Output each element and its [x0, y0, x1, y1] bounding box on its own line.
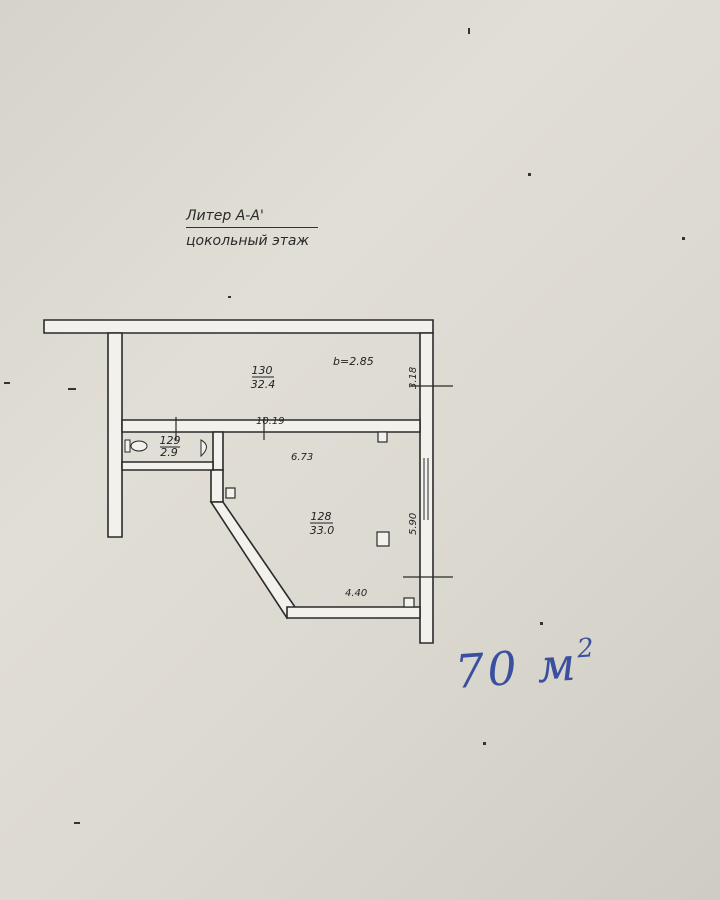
columns	[225, 431, 415, 608]
wall-diagonal	[209, 501, 296, 620]
liter-title: Литер А-А'	[186, 208, 264, 224]
wall-top	[43, 319, 434, 334]
walls	[43, 319, 434, 644]
title-divider	[186, 227, 318, 228]
room-129-number: 129	[160, 434, 181, 447]
dim-4-40: 4.40	[345, 588, 367, 599]
title-block: Литер А-А' цокольный этаж	[186, 208, 321, 249]
wall-bottom	[286, 606, 421, 619]
ceiling-height: b=2.85	[333, 355, 374, 368]
total-area-exponent: 2	[576, 632, 598, 665]
toilet-icon	[124, 439, 148, 453]
total-area-unit: м	[535, 636, 581, 694]
dim-3-18: 3.18	[408, 367, 419, 389]
handwritten-total-area: 70 м2	[453, 632, 599, 699]
sink-icon	[200, 439, 207, 458]
wall-inner-left	[210, 469, 224, 503]
total-area-value: 70	[453, 640, 522, 699]
wall-partition	[121, 419, 421, 433]
room-128-area: 33.0	[310, 524, 335, 537]
wall-bath-bottom	[121, 461, 214, 471]
floor-title: цокольный этаж	[186, 233, 310, 249]
dim-10-19: 10.19	[256, 416, 285, 427]
room-129-area: 2.9	[160, 446, 178, 459]
dim-6-73: 6.73	[291, 452, 313, 463]
wall-bath-right	[212, 431, 224, 471]
room-130-number: 130	[252, 364, 273, 377]
room-128-number: 128	[311, 510, 332, 523]
door-ticks	[175, 385, 453, 578]
paper-specks	[4, 28, 685, 824]
dim-5-90: 5.90	[408, 513, 419, 535]
room-130-area: 32.4	[251, 378, 276, 391]
wall-left	[107, 332, 123, 538]
wall-right	[419, 332, 434, 644]
window	[423, 458, 429, 520]
